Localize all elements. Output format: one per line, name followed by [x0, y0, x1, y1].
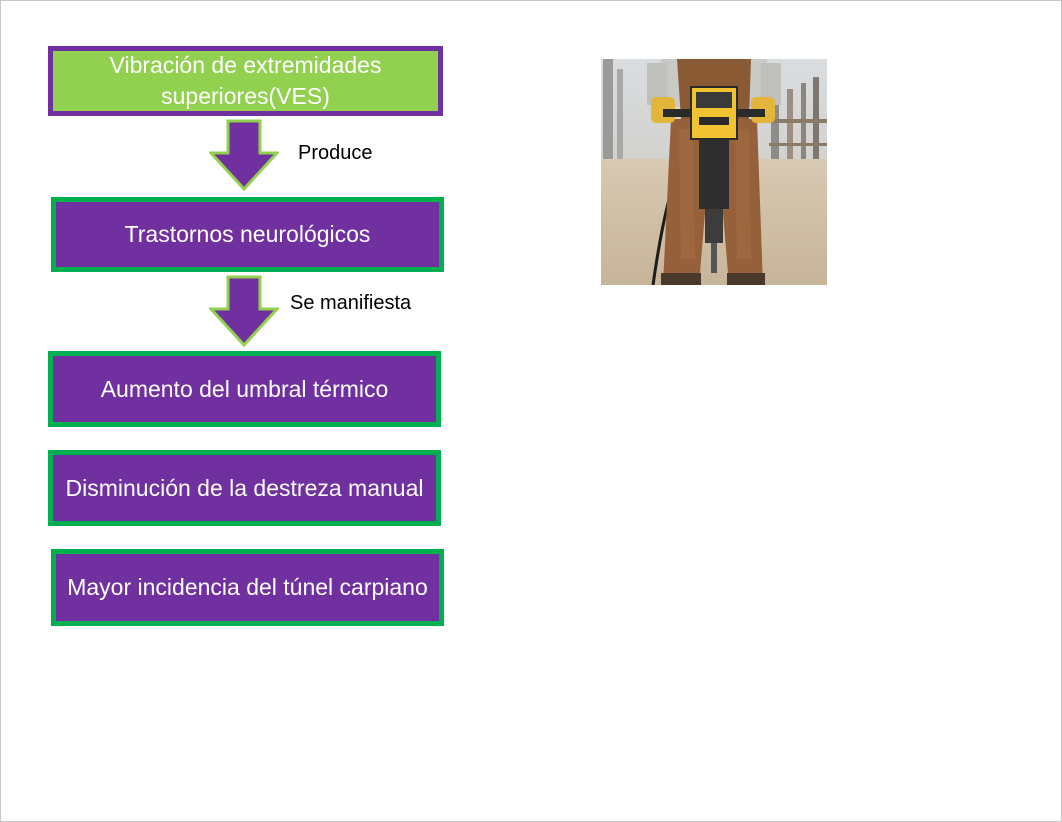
box-ves: Vibración de extremidades superiores(VES… — [48, 46, 443, 116]
box-trastornos-text: Trastornos neurológicos — [124, 221, 371, 247]
arrow-label-produce: Produce — [298, 142, 373, 164]
box-trastornos: Trastornos neurológicos — [51, 197, 444, 272]
box-destreza: Disminución de la destreza manual — [48, 450, 441, 526]
arrow-label-manifiesta: Se manifiesta — [290, 292, 412, 314]
box-tunel-text: Mayor incidencia del túnel carpiano — [67, 574, 428, 600]
arrow-down-manifiesta — [209, 275, 279, 347]
box-umbral: Aumento del umbral térmico — [48, 351, 441, 427]
arrow-down-produce — [209, 119, 279, 191]
box-tunel: Mayor incidencia del túnel carpiano — [51, 549, 444, 626]
jackhammer-worker-image — [601, 59, 827, 285]
box-umbral-text: Aumento del umbral térmico — [100, 375, 389, 402]
box-ves-text: Vibración de extremidades superiores(VES… — [109, 52, 382, 109]
box-destreza-text: Disminución de la destreza manual — [65, 474, 424, 501]
